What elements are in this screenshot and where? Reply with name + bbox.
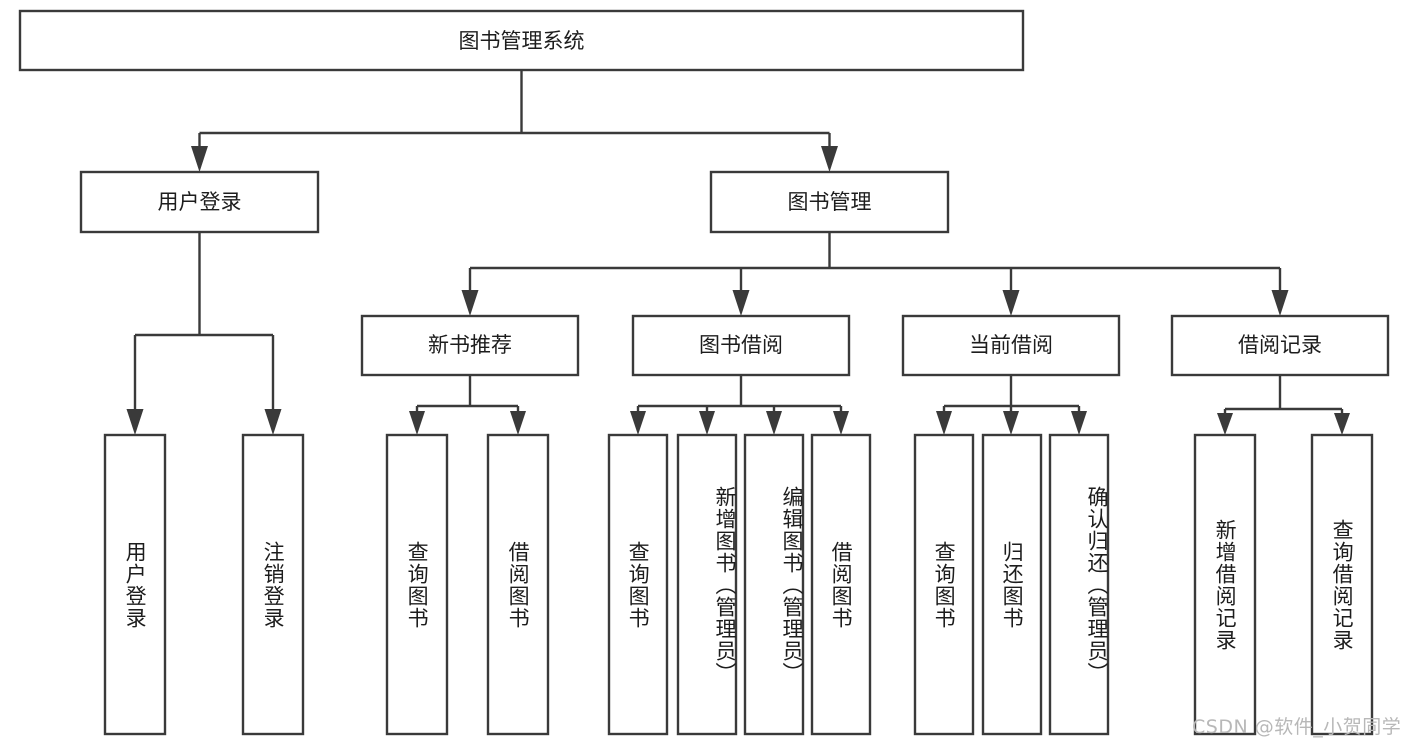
- node-book-manage-label: 图书管理: [788, 190, 872, 214]
- arrow-leaf-query-record: [1334, 413, 1350, 435]
- node-root[interactable]: 图书管理系统: [18, 9, 1025, 72]
- node-user-login-box[interactable]: [79, 170, 320, 234]
- node-leaf-confirm-return-box[interactable]: [1048, 433, 1110, 736]
- node-user-login-label: 用户登录: [158, 190, 242, 214]
- node-new-book-recommend-box[interactable]: [360, 314, 580, 377]
- arrow-leaf-user-login: [126, 409, 144, 435]
- arrow-borrow-record: [1271, 290, 1289, 316]
- node-book-manage[interactable]: 图书管理: [709, 170, 950, 234]
- node-leaf-return-book-box[interactable]: [981, 433, 1043, 736]
- node-leaf-query-book-rec-box[interactable]: [385, 433, 449, 736]
- connectors-borrow-record-to-leaves: [1217, 375, 1350, 435]
- arrow-user-login: [191, 146, 208, 172]
- node-book-borrow-label: 图书借阅: [699, 333, 783, 357]
- arrow-leaf-logout: [264, 409, 282, 435]
- node-leaf-borrow-book-rec-box[interactable]: [486, 433, 550, 736]
- node-book-borrow[interactable]: 图书借阅: [631, 314, 851, 377]
- connectors-book-borrow-to-leaves: [630, 375, 849, 435]
- node-leaf-edit-book-box[interactable]: [743, 433, 805, 736]
- node-leaf-logout-box[interactable]: [241, 433, 305, 736]
- node-leaf-query-book-borrow-box[interactable]: [607, 433, 669, 736]
- node-new-book-recommend-label: 新书推荐: [428, 333, 512, 357]
- arrow-leaf-confirm-return: [1071, 411, 1087, 435]
- leaf-boxes: [103, 433, 1374, 736]
- node-root-label: 图书管理系统: [459, 29, 585, 53]
- node-leaf-user-login-box[interactable]: [103, 433, 167, 736]
- arrow-leaf-borrow-book-rec: [510, 411, 526, 435]
- connectors-book-manage-to-level2: [461, 232, 1289, 316]
- arrow-leaf-edit-book: [766, 411, 782, 435]
- csdn-watermark: CSDN @软件_小贺同学: [1192, 716, 1402, 738]
- node-current-borrow-box[interactable]: [901, 314, 1121, 377]
- node-borrow-record-label: 借阅记录: [1238, 333, 1322, 357]
- arrow-leaf-return-book: [1003, 411, 1019, 435]
- node-leaf-add-book-box[interactable]: [676, 433, 738, 736]
- node-leaf-add-record-box[interactable]: [1193, 433, 1257, 736]
- arrow-leaf-query-book-borrow: [630, 411, 646, 435]
- arrow-leaf-query-book-rec: [409, 411, 425, 435]
- arrow-leaf-borrow-book: [833, 411, 849, 435]
- connectors-root-to-level1: [191, 70, 838, 172]
- node-book-manage-box[interactable]: [709, 170, 950, 234]
- arrow-leaf-add-book: [699, 411, 715, 435]
- node-current-borrow-label: 当前借阅: [969, 333, 1053, 357]
- node-borrow-record-box[interactable]: [1170, 314, 1390, 377]
- arrow-new-book-recommend: [461, 290, 479, 316]
- arrow-current-borrow: [1002, 290, 1020, 316]
- node-user-login[interactable]: 用户登录: [79, 170, 320, 234]
- connectors-user-login-to-leaves: [126, 232, 282, 435]
- node-leaf-query-book-cur-box[interactable]: [913, 433, 975, 736]
- connectors-current-borrow-to-leaves: [936, 375, 1087, 435]
- arrow-leaf-add-record: [1217, 413, 1233, 435]
- node-new-book-recommend[interactable]: 新书推荐: [360, 314, 580, 377]
- arrow-leaf-query-book-cur: [936, 411, 952, 435]
- node-leaf-query-record-box[interactable]: [1310, 433, 1374, 736]
- node-borrow-record[interactable]: 借阅记录: [1170, 314, 1390, 377]
- arrow-book-borrow: [732, 290, 750, 316]
- node-root-box[interactable]: [18, 9, 1025, 72]
- node-current-borrow[interactable]: 当前借阅: [901, 314, 1121, 377]
- node-leaf-borrow-book-box[interactable]: [810, 433, 872, 736]
- connectors-new-book-recommend-to-leaves: [409, 375, 526, 435]
- node-book-borrow-box[interactable]: [631, 314, 851, 377]
- arrow-book-manage: [821, 146, 838, 172]
